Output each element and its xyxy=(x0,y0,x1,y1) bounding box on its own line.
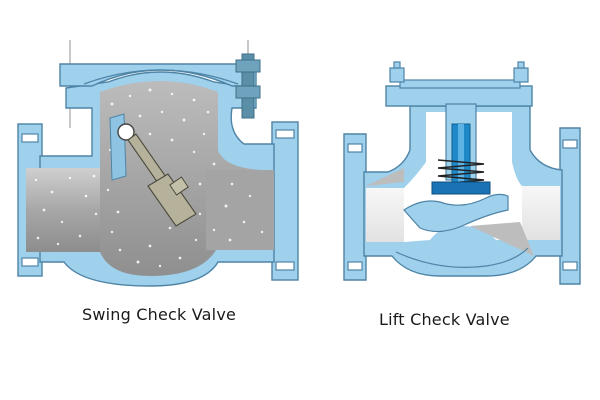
lift-flange-bolts-icon xyxy=(347,139,578,271)
lift-check-valve-diagram xyxy=(343,61,581,285)
lift-web-right xyxy=(470,222,534,256)
lift-disc xyxy=(431,181,491,195)
lift-bonnet-bolts-icon xyxy=(389,61,529,83)
lift-web-left xyxy=(366,168,404,186)
swing-flange-bolts-icon xyxy=(21,129,295,271)
lift-left-flange xyxy=(343,133,367,281)
lift-outlet-bore xyxy=(520,186,560,240)
lift-spring-icon xyxy=(437,159,485,185)
lift-right-flange xyxy=(559,127,581,285)
lift-check-valve-caption: Lift Check Valve xyxy=(379,310,510,329)
lift-inlet-bore xyxy=(366,188,404,242)
swing-check-valve-caption: Swing Check Valve xyxy=(82,305,237,324)
swing-cover-bolt-icon xyxy=(235,53,261,119)
lift-bonnet xyxy=(385,85,533,107)
swing-inlet-bore xyxy=(26,168,106,252)
swing-hinge-pin-icon xyxy=(117,123,135,141)
swing-check-valve-diagram xyxy=(17,40,299,287)
lift-seat xyxy=(403,193,509,233)
swing-right-flange xyxy=(271,121,299,281)
